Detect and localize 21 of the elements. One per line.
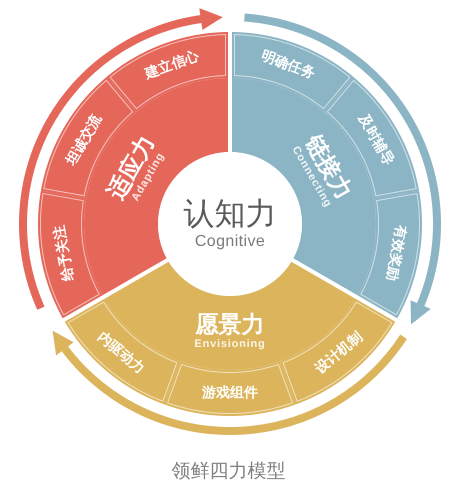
ring-segment (231, 32, 354, 113)
segment-label: 给予关注 (50, 224, 76, 282)
ring-segment (164, 361, 296, 416)
ring-segment (38, 190, 103, 319)
sector-subtitle: Envisioning (194, 338, 266, 352)
segment-label: 游戏组件 (202, 384, 258, 402)
ring-segment (64, 298, 181, 405)
segment-label: 内驱动力 (94, 329, 148, 378)
center-title: 认知力 (184, 196, 276, 232)
segment-label: 及时辅导 (355, 111, 398, 168)
ring-segment (279, 298, 396, 405)
sector-title: 愿景力 (196, 312, 264, 338)
ring-segment (106, 32, 229, 113)
center-subtitle: Cognitive (194, 232, 266, 252)
segment-label: 设计机制 (312, 329, 366, 378)
segment-label: 明确任务 (258, 48, 317, 82)
ring-segment (357, 190, 422, 319)
segment-label: 有效奖励 (384, 224, 410, 282)
segment-label: 坦诚交流 (62, 111, 105, 168)
caption: 领鲜四力模型 (172, 461, 286, 483)
segment-label: 建立信心 (143, 48, 202, 82)
